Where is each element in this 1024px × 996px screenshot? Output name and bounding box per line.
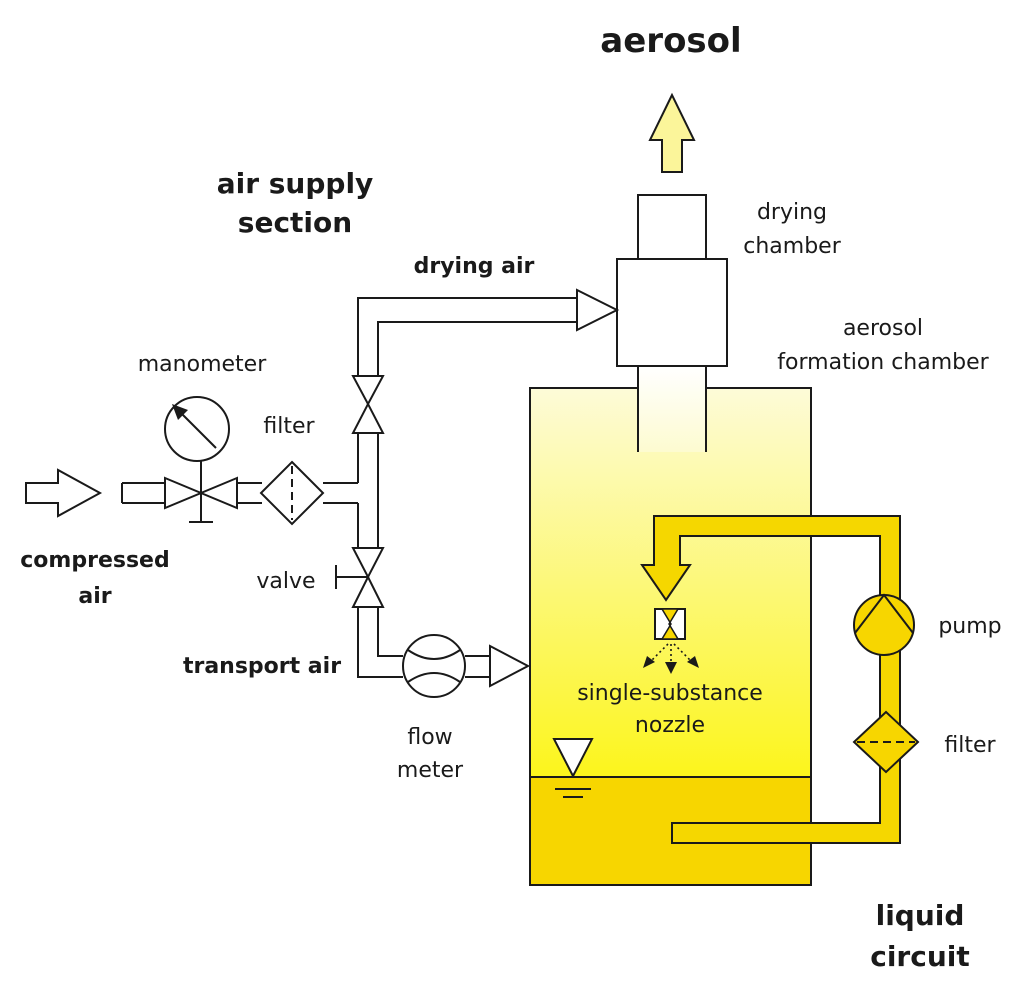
drying-chamber-label-2: chamber xyxy=(743,234,841,259)
air-supply-section-label: air supply xyxy=(217,167,374,200)
liquid-circuit-label: liquid xyxy=(876,899,965,932)
compressed-air-label: compressed xyxy=(20,548,169,573)
aerosol-formation-chamber-label-2: formation chamber xyxy=(777,350,989,375)
drying-air-label: drying air xyxy=(414,254,535,279)
compressed-air-label-2: air xyxy=(78,584,111,609)
liquid-filter-symbol xyxy=(852,710,920,774)
manometer-valve-symbol xyxy=(164,461,238,523)
aerosol-column xyxy=(638,366,706,452)
liquid-level-symbol xyxy=(552,738,594,798)
flow-meter-label: flow xyxy=(407,725,452,750)
drying-chamber xyxy=(616,194,728,367)
flow-meter-label-2: meter xyxy=(397,758,464,783)
manometer-label: manometer xyxy=(138,352,267,377)
air-filter-label: filter xyxy=(263,414,315,439)
liquid-filter-label: filter xyxy=(944,733,996,758)
air-filter-symbol xyxy=(259,460,325,526)
compressed-air-arrow xyxy=(25,468,103,518)
flow-meter-symbol xyxy=(402,634,466,698)
aerosol-formation-chamber xyxy=(529,387,812,886)
drying-air-arrow xyxy=(576,288,620,332)
liquid-circuit-label-2: circuit xyxy=(870,940,970,973)
single-substance-nozzle-symbol xyxy=(643,608,699,674)
aerosol-output-arrow xyxy=(648,92,696,173)
transport-air-arrow xyxy=(489,644,531,688)
liquid-circuit-pipe xyxy=(640,515,901,844)
pump-symbol xyxy=(853,593,915,656)
aerosol-label: aerosol xyxy=(600,21,741,61)
transport-air-valve-symbol xyxy=(335,547,385,608)
air-supply-section-label-2: section xyxy=(238,206,352,239)
single-substance-nozzle-label: single-substance xyxy=(577,681,763,706)
valve-label: valve xyxy=(256,569,315,594)
transport-air-label: transport air xyxy=(183,654,341,679)
manometer-symbol xyxy=(164,396,230,462)
single-substance-nozzle-label-2: nozzle xyxy=(635,713,705,738)
pump-label: pump xyxy=(938,614,1001,639)
drying-air-valve-symbol xyxy=(351,375,385,434)
drying-chamber-label: drying xyxy=(757,200,827,225)
aerosol-formation-chamber-label: aerosol xyxy=(843,316,923,341)
